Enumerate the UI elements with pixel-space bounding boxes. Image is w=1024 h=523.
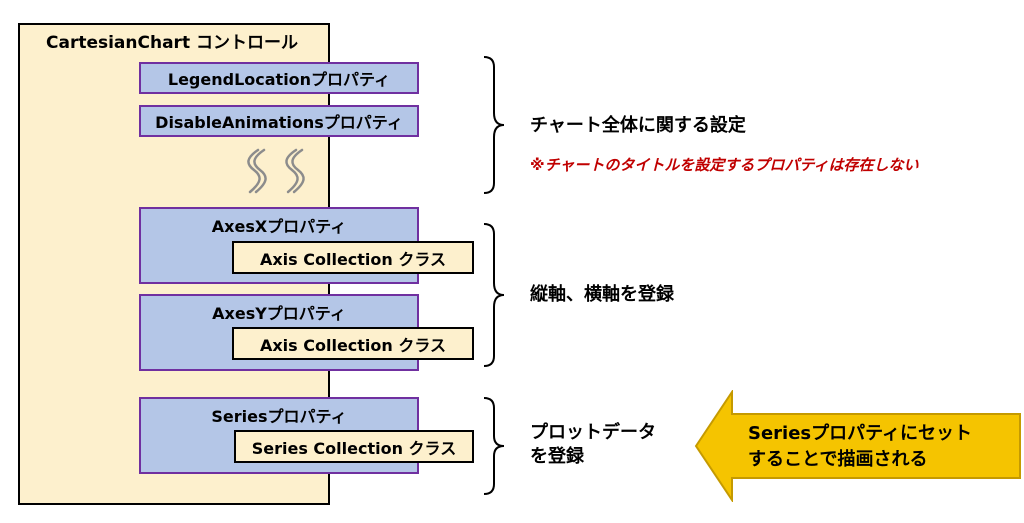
axes-y-label: AxesYプロパティ: [212, 304, 346, 323]
axes-x-label: AxesXプロパティ: [211, 217, 347, 236]
legend-location-property: LegendLocationプロパティ: [139, 62, 419, 94]
plot-data-text: プロットデータ を登録: [530, 421, 656, 469]
series-label: Seriesプロパティ: [211, 407, 347, 426]
plot-data-line-2: を登録: [530, 446, 584, 467]
axis-collection-x-class: Axis Collection クラス: [232, 241, 474, 274]
series-set-line-1: Seriesプロパティにセット: [748, 423, 973, 444]
brace-chart-settings-icon: [483, 56, 505, 194]
left-block-arrow-icon: [694, 390, 1021, 502]
series-set-line-2: することで描画される: [748, 449, 928, 470]
wavy-omission-icon: [247, 148, 305, 194]
axis-collection-y-label: Axis Collection クラス: [259, 335, 447, 355]
title-note-text: ※チャートのタイトルを設定するプロパティは存在しない: [530, 156, 919, 174]
series-set-text: Seriesプロパティにセット することで描画される: [748, 421, 972, 473]
plot-data-line-1: プロットデータ: [530, 422, 656, 443]
axes-register-text: 縦軸、横軸を登録: [530, 284, 674, 305]
chart-settings-text: チャート全体に関する設定: [530, 115, 746, 136]
disable-animations-label: DisableAnimationsプロパティ: [155, 113, 403, 132]
legend-location-label: LegendLocationプロパティ: [167, 70, 391, 89]
disable-animations-property: DisableAnimationsプロパティ: [139, 105, 419, 137]
brace-series-icon: [483, 397, 505, 495]
control-title: CartesianChart コントロール: [46, 33, 298, 53]
brace-axes-icon: [483, 223, 505, 367]
axis-collection-y-class: Axis Collection クラス: [232, 327, 474, 360]
axis-collection-x-label: Axis Collection クラス: [259, 249, 447, 269]
series-collection-class: Series Collection クラス: [234, 430, 474, 463]
series-collection-label: Series Collection クラス: [251, 438, 457, 458]
